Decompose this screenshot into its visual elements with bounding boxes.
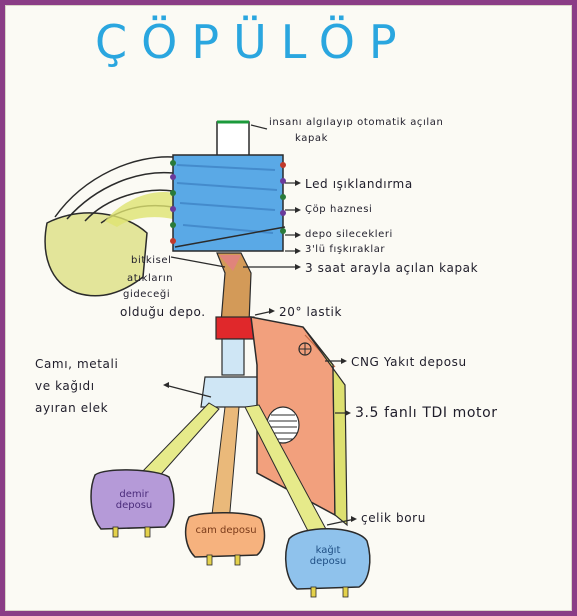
label-plant-3: gideceği <box>123 289 170 300</box>
label-led: Led ışıklandırma <box>305 177 413 191</box>
label-plant-2: atıkların <box>127 273 173 284</box>
label-cng: CNG Yakıt deposu <box>351 355 467 369</box>
label-pipe: çelik boru <box>361 511 426 525</box>
label-wipers: depo silecekleri <box>305 229 393 240</box>
label-plant-1: bitkisel <box>131 255 172 266</box>
label-paper-tank: kağıt deposu <box>297 545 359 567</box>
label-lid-sensor-2: kapak <box>295 133 328 144</box>
red-flap <box>216 317 254 339</box>
label-sieve-2: ve kağıdı <box>35 379 95 393</box>
drawing-frame: ÇÖPÜLÖP insanı algılayıp otomatik açılan… <box>5 5 572 611</box>
pipe-metal <box>139 403 219 481</box>
label-fan: 3'lü fışkıraklar <box>305 244 385 255</box>
pipe-glass <box>211 407 239 523</box>
label-motor: 3.5 fanlı TDI motor <box>355 405 498 421</box>
sieve-neck <box>222 339 244 375</box>
label-sieve-3: ayıran elek <box>35 401 108 415</box>
label-lid-sensor-1: insanı algılayıp otomatik açılan <box>269 117 443 128</box>
label-timed-lid: 3 saat arayla açılan kapak <box>305 261 478 275</box>
lid-neck <box>217 122 249 156</box>
label-chamber: Çöp haznesi <box>305 204 372 215</box>
label-plant-4: olduğu depo. <box>120 305 206 319</box>
label-sieve-1: Camı, metali <box>35 357 118 371</box>
label-glass-tank: cam deposu <box>195 525 257 536</box>
label-flap: 20° lastik <box>279 305 342 319</box>
drawing-title: ÇÖPÜLÖP <box>95 15 411 69</box>
label-metal-tank: demir deposu <box>103 489 165 511</box>
